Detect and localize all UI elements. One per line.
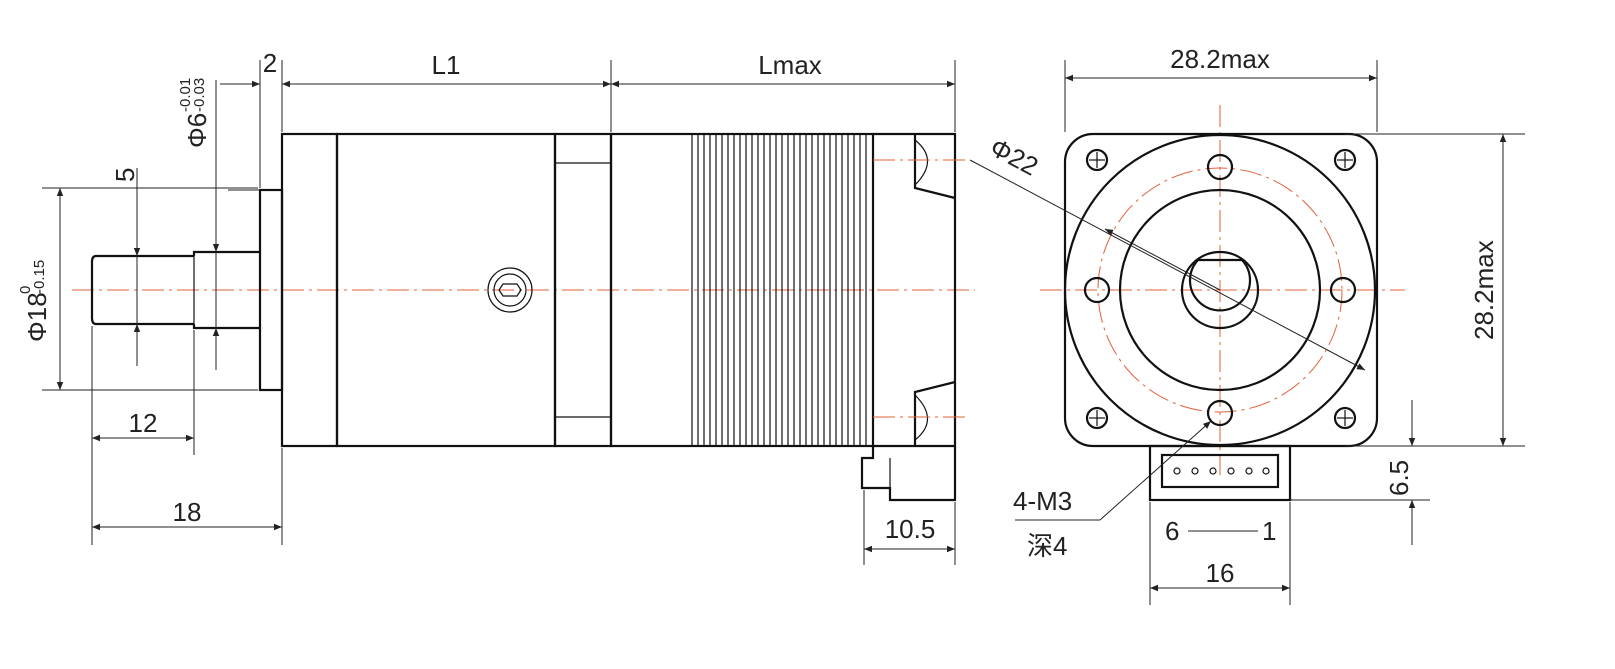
connector-housing <box>1148 444 1292 502</box>
m3-hole-bottom <box>1206 399 1234 427</box>
corner-screw-icon <box>1085 148 1357 430</box>
dim-shaft-tol-upper: -0.01 <box>177 78 194 112</box>
side-connector <box>860 446 957 502</box>
dim-front-width: 28.2max <box>1170 44 1270 74</box>
dim-shaft-len: 12 <box>129 408 158 438</box>
shaft-d-profile <box>1188 258 1252 312</box>
dim-conn-offset: 6.5 <box>1384 460 1414 496</box>
m3-hole-right <box>1329 276 1357 304</box>
dim-boss-dia: Φ18 <box>22 292 52 342</box>
dim-l1: L1 <box>432 50 461 80</box>
dim-shaft-dia: Φ6 <box>182 113 212 148</box>
connector-socket <box>1160 453 1280 489</box>
m3-hole-top <box>1206 153 1234 181</box>
side-view: 2 L1 Lmax Φ6 -0.01 -0.03 5 Φ18 <box>17 48 975 565</box>
boss-circle <box>1118 188 1322 392</box>
pin-label-right: 1 <box>1262 516 1276 546</box>
set-screw-inner <box>493 273 527 307</box>
dim-conn-width-side: 10.5 <box>885 514 936 544</box>
motor-body <box>609 132 875 448</box>
m3-hole-left <box>1083 276 1111 304</box>
dim-lmax: Lmax <box>758 50 822 80</box>
dim-boss-tol-upper: 0 <box>17 286 34 294</box>
shaft-outer-circle <box>1180 250 1260 330</box>
dim-total-shaft: 18 <box>173 497 202 527</box>
hex-socket-icon <box>498 283 522 297</box>
dim-flat: 5 <box>110 168 140 182</box>
shaft <box>90 254 194 326</box>
front-view: 28.2max 28.2max Φ22 4-M3 深4 6.5 6 1 <box>969 44 1525 605</box>
set-screw-outer <box>487 267 533 313</box>
dim-holes: 4-M3 <box>1013 486 1072 516</box>
pin-label-left: 6 <box>1165 516 1179 546</box>
shaft-step <box>192 250 260 330</box>
pcd-circle <box>1097 167 1343 413</box>
cooling-fins <box>691 134 867 446</box>
dim-front-height: 28.2max <box>1469 240 1499 340</box>
dim-conn-width-front: 16 <box>1206 558 1235 588</box>
dim-pcd: Φ22 <box>985 132 1043 182</box>
dim-shaft-tol-lower: -0.03 <box>191 78 208 112</box>
dim-hole-depth: 深4 <box>1027 531 1067 561</box>
connector-pins <box>1173 467 1270 475</box>
dim-gap: 2 <box>263 48 277 78</box>
dim-boss-tol-lower: -0.15 <box>31 260 48 294</box>
